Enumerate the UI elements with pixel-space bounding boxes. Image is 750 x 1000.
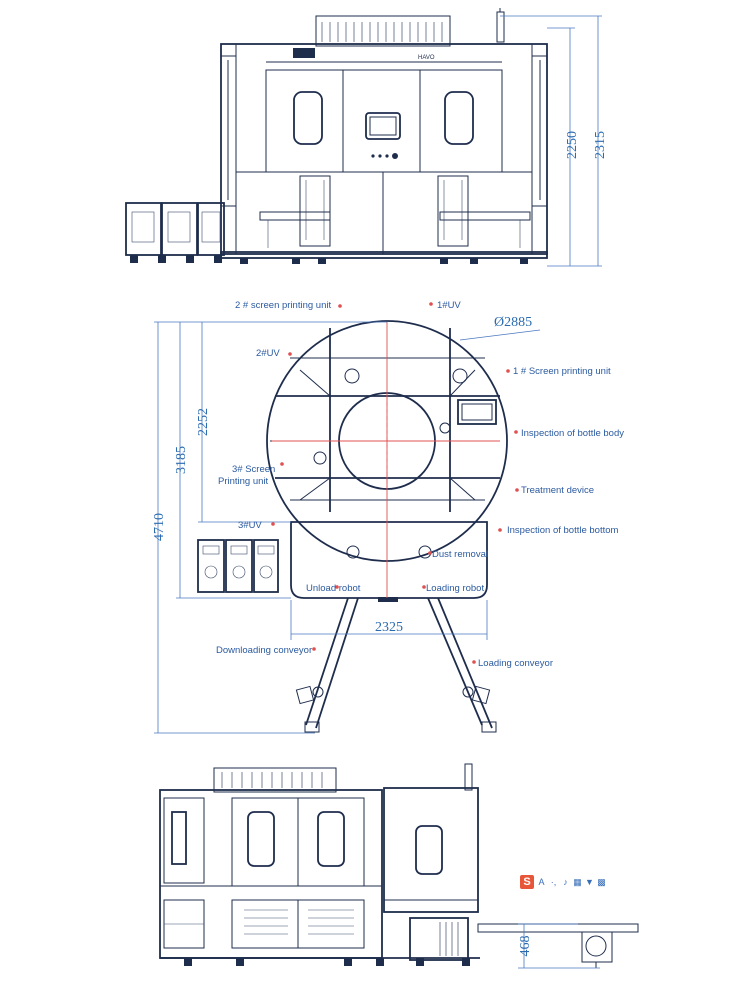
skin-icon[interactable]: ▼ xyxy=(585,877,594,887)
front-brand: HAVO xyxy=(418,55,435,61)
label-unload-robot: Unload robot xyxy=(306,583,361,594)
label-downloading-conveyor: Downloading conveyor xyxy=(216,645,312,656)
label-uv3: 3#UV xyxy=(238,520,262,531)
label-dust: Dust removal xyxy=(432,549,488,560)
keyboard-icon[interactable]: ▦ xyxy=(573,876,582,887)
label-inspection-bottom: Inspection of bottle bottom xyxy=(507,525,619,536)
dim-side-468: 468 xyxy=(518,936,533,957)
label-uv1: 1#UV xyxy=(437,300,461,311)
dim-front-height-2250: 2250 xyxy=(565,131,580,159)
label-loading-robot: Loading robot xyxy=(426,583,484,594)
label-treatment: Treatment device xyxy=(521,485,594,496)
ime-toolbar[interactable]: S A ·, ♪ ▦ ▼ ▩ xyxy=(520,872,606,892)
label-screen2: 2 # screen printing unit xyxy=(235,300,331,311)
ime-logo-icon[interactable]: S xyxy=(520,875,534,889)
label-inspection-body: Inspection of bottle body xyxy=(521,428,624,439)
label-loading-conveyor: Loading conveyor xyxy=(478,658,553,669)
side-view: 468 xyxy=(159,763,639,969)
dim-depth-2252: 2252 xyxy=(196,408,211,436)
dim-front-height-2315: 2315 xyxy=(593,131,608,159)
microphone-icon[interactable]: ♪ xyxy=(563,877,568,887)
dim-diameter-2885: Ø2885 xyxy=(494,315,532,330)
grid-menu-icon[interactable]: ▩ xyxy=(597,876,606,887)
label-dots xyxy=(271,302,519,664)
front-view: HAVO xyxy=(125,8,608,267)
dim-width-2325: 2325 xyxy=(375,620,403,635)
label-screen3-line2: Printing unit xyxy=(218,476,269,487)
ime-punctuation-button[interactable]: ·, xyxy=(550,877,557,887)
top-view: 4710 3185 2252 2325 Ø2885 2 # screen pri… xyxy=(152,300,624,734)
dim-depth-4710: 4710 xyxy=(152,513,167,541)
label-screen3-line1: 3# Screen xyxy=(232,464,275,475)
ime-letter-button[interactable]: A xyxy=(538,877,545,887)
label-uv2: 2#UV xyxy=(256,348,280,359)
dim-depth-3185: 3185 xyxy=(174,446,189,474)
label-screen1: 1 # Screen printing unit xyxy=(513,366,611,377)
